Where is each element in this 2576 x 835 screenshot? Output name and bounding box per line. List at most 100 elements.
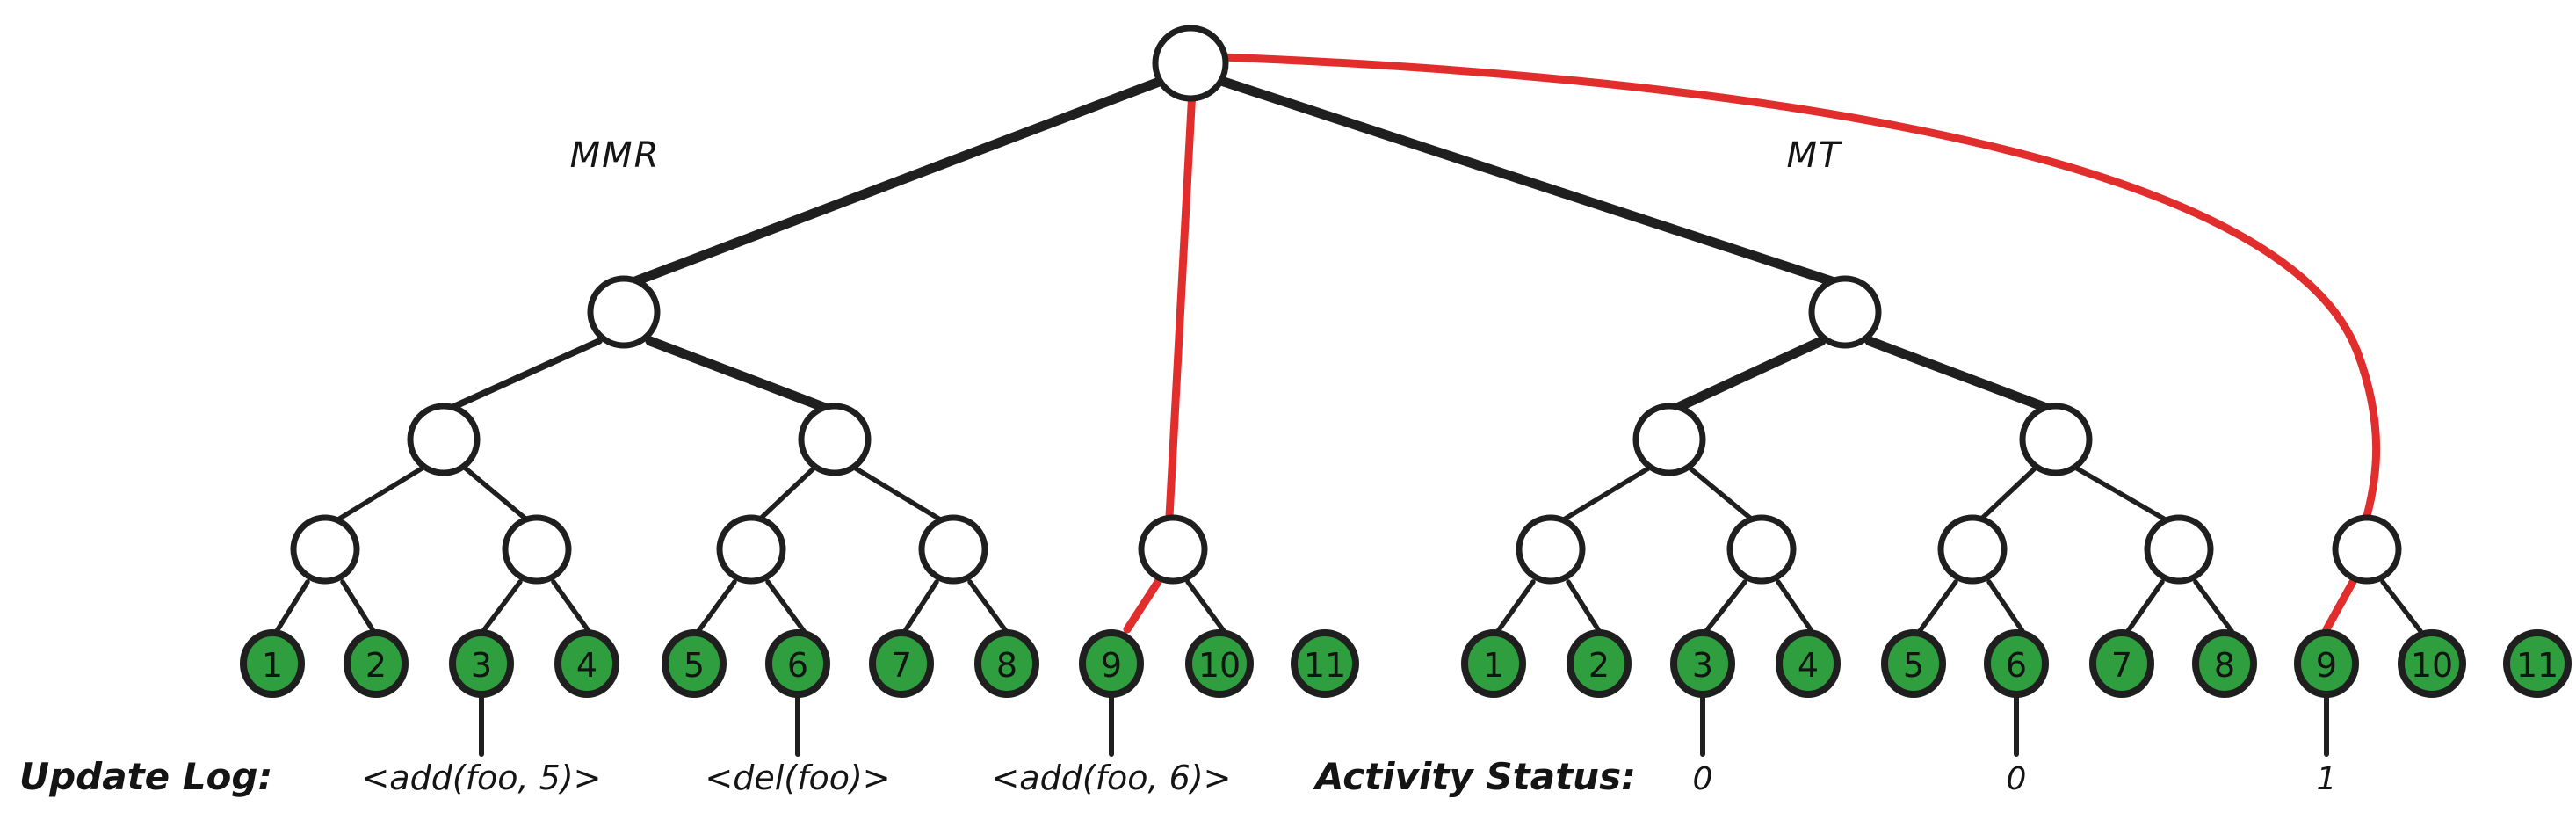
mt-leaf-2: 2 [1567, 629, 1632, 698]
edge-mmr-p2-leaf3 [481, 579, 523, 634]
mmr-leaf-5-label: 5 [684, 646, 705, 685]
edge-mmr-l2-right [645, 336, 840, 417]
mmr-leaf-7: 7 [869, 629, 934, 698]
mmr-node-l4-d [918, 514, 988, 584]
mmr-leaf-2-label: 2 [365, 646, 387, 685]
mt-node-l4-b [1726, 514, 1797, 584]
mmr-node-l4-a [290, 514, 360, 584]
edge-mmr-p5-leaf9-highlight [1123, 577, 1162, 634]
mmr-leaf-6-label: 6 [787, 646, 808, 685]
mmr-node-l3-a [407, 403, 481, 476]
mt-leaf-11-label: 11 [2516, 646, 2558, 685]
edge-mt-l3a-left [1548, 466, 1651, 530]
mt-leaf-9-label: 9 [2316, 646, 2337, 685]
mmr-leaf-6: 6 [765, 629, 830, 698]
mt-leaf-1-label: 1 [1483, 646, 1504, 685]
edge-mmr-p4-leaf8 [967, 579, 1009, 634]
mt-node-l2 [1808, 275, 1882, 349]
mmr-leaf-9: 9 [1079, 629, 1144, 698]
edge-mmr-p3-leaf6 [765, 579, 807, 634]
activity-status-value-1: 0 [1693, 761, 1713, 797]
mt-node-l4-a [1516, 514, 1586, 584]
mmr-leaf-1: 1 [240, 629, 305, 698]
edge-mmr-p2-leaf4 [551, 579, 591, 634]
mmr-node-l4-c [716, 514, 786, 584]
mt-leaf-5-label: 5 [1903, 646, 1924, 685]
mmr-node-l3-b [798, 403, 872, 476]
mmr-leaf-1-label: 1 [262, 646, 283, 685]
mt-leaf-3-label: 3 [1692, 646, 1713, 685]
edge-mt-p1-leaf2 [1566, 579, 1602, 634]
mmr-leaf-8-label: 8 [996, 646, 1017, 685]
mmr-node-l2 [587, 275, 661, 349]
mt-node-l4-d [2144, 514, 2214, 584]
mt-leaf-7-label: 7 [2111, 646, 2132, 685]
update-log-entry-2: <del(foo)> [705, 759, 890, 797]
activity-status-row: Activity Status: 0 0 1 [1313, 755, 2336, 798]
mt-leaf-8: 8 [2192, 629, 2257, 698]
edge-mmr-p4-leaf7 [902, 579, 939, 634]
mt-leaf-4-label: 4 [1798, 646, 1819, 685]
edge-mt-p3-leaf5 [1917, 579, 1958, 634]
edge-mt-l2-right [1864, 336, 2061, 417]
mt-node-l4-c [1937, 514, 2008, 584]
edge-mmr-l3a-left [322, 466, 424, 530]
activity-status-title: Activity Status: [1313, 755, 1636, 798]
mmr-tree: MMR [240, 135, 1359, 757]
edge-mt-p5-leaf9-highlight [2322, 577, 2357, 634]
update-log-title: Update Log: [19, 755, 272, 798]
mt-leaf-row: 1 2 3 4 5 [1461, 629, 2572, 698]
edge-mt-l3b-right [2074, 466, 2182, 530]
edge-highlight-root-to-left-n9 [1165, 86, 1197, 521]
edge-mmr-l2-left [440, 338, 603, 415]
edge-mt-p4-leaf7 [2125, 579, 2165, 634]
edge-mt-l2-left [1664, 336, 1827, 417]
mmr-leaf-9-label: 9 [1101, 646, 1122, 685]
mmr-leaf-10: 10 [1185, 629, 1254, 698]
edge-mmr-p1-leaf1 [274, 579, 310, 634]
mt-leaf-3: 3 [1670, 629, 1735, 698]
root-circle [1152, 25, 1229, 102]
mt-leaf-2-label: 2 [1588, 646, 1610, 685]
edge-root-to-mt [1216, 76, 1850, 291]
mmr-leaf-5: 5 [662, 629, 727, 698]
mt-leaf-8-label: 8 [2214, 646, 2235, 685]
mt-leaf-10-label: 10 [2411, 646, 2453, 685]
edge-mt-p2-leaf4 [1776, 579, 1814, 634]
edge-mt-p2-leaf3 [1704, 579, 1747, 634]
mt-leaf-1: 1 [1461, 629, 1526, 698]
edge-mmr-l3b-right [853, 466, 956, 530]
mt-node-l4-e [2332, 514, 2402, 584]
edge-mt-p4-leaf8 [2193, 579, 2234, 634]
mt-tree: MT [1461, 135, 2572, 757]
mt-leaf-6-label: 6 [2006, 646, 2027, 685]
edge-mt-p3-leaf6 [1986, 579, 2025, 634]
mmr-leaf-3-label: 3 [471, 646, 492, 685]
mt-node-l3-b [2019, 403, 2093, 476]
mt-leaf-9: 9 [2294, 629, 2359, 698]
update-log-entry-1: <add(foo, 5)> [361, 759, 601, 797]
mt-label: MT [1787, 135, 1844, 176]
mt-leaf-6: 6 [1984, 629, 2049, 698]
mt-leaf-5: 5 [1881, 629, 1946, 698]
mmr-leaf-4: 4 [554, 629, 619, 698]
mmr-leaf-row: 1 2 3 4 5 [240, 629, 1359, 698]
mmr-leaf-11-label: 11 [1304, 646, 1346, 685]
edge-root-to-mmr [619, 76, 1167, 291]
activity-status-value-3: 1 [2317, 761, 2337, 797]
mt-leaf-11: 11 [2503, 629, 2572, 698]
mt-leaf-4: 4 [1776, 629, 1841, 698]
mt-node-l3-a [1632, 403, 1706, 476]
edge-highlight-root-to-right-n9 [1219, 53, 2381, 520]
edge-mt-p5-leaf10 [2380, 579, 2423, 634]
mt-leaf-10: 10 [2398, 629, 2466, 698]
edge-mmr-p3-leaf5 [696, 579, 737, 634]
edge-mmr-p5-leaf10 [1185, 579, 1226, 634]
mt-leaf-7: 7 [2089, 629, 2154, 698]
mmr-leaf-10-label: 10 [1198, 646, 1241, 685]
mmr-node-l4-b [502, 514, 572, 584]
update-log-entry-3: <add(foo, 6)> [991, 759, 1231, 797]
mmr-leaf-7-label: 7 [891, 646, 912, 685]
